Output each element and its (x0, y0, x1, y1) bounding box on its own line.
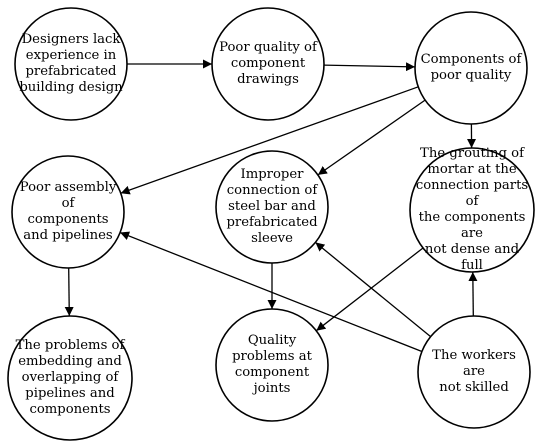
node-circle-poor-assembly (11, 155, 125, 269)
arrow-n9-to-n6 (468, 271, 478, 317)
arrow-n9-to-n4 (119, 231, 423, 353)
node-circle-poor-quality-drawings (211, 7, 325, 121)
node-circle-improper-connection (215, 150, 329, 264)
node-circle-joint-quality-problems (215, 308, 329, 422)
node-circle-designers-lack-experience (14, 7, 128, 121)
arrow-n2-to-n3 (323, 62, 416, 72)
arrow-n9-to-n5 (314, 241, 432, 338)
node-circle-grouting-not-dense (409, 147, 535, 273)
arrow-n6-to-n8 (315, 247, 424, 332)
arrow-n3-to-n5 (317, 99, 426, 176)
arrow-n4-to-n7 (64, 267, 74, 317)
node-circle-components-poor-quality (414, 11, 528, 125)
node-circle-embedding-problems (7, 315, 133, 441)
arrow-n3-to-n4 (120, 86, 419, 195)
node-circle-workers-not-skilled (417, 315, 531, 429)
